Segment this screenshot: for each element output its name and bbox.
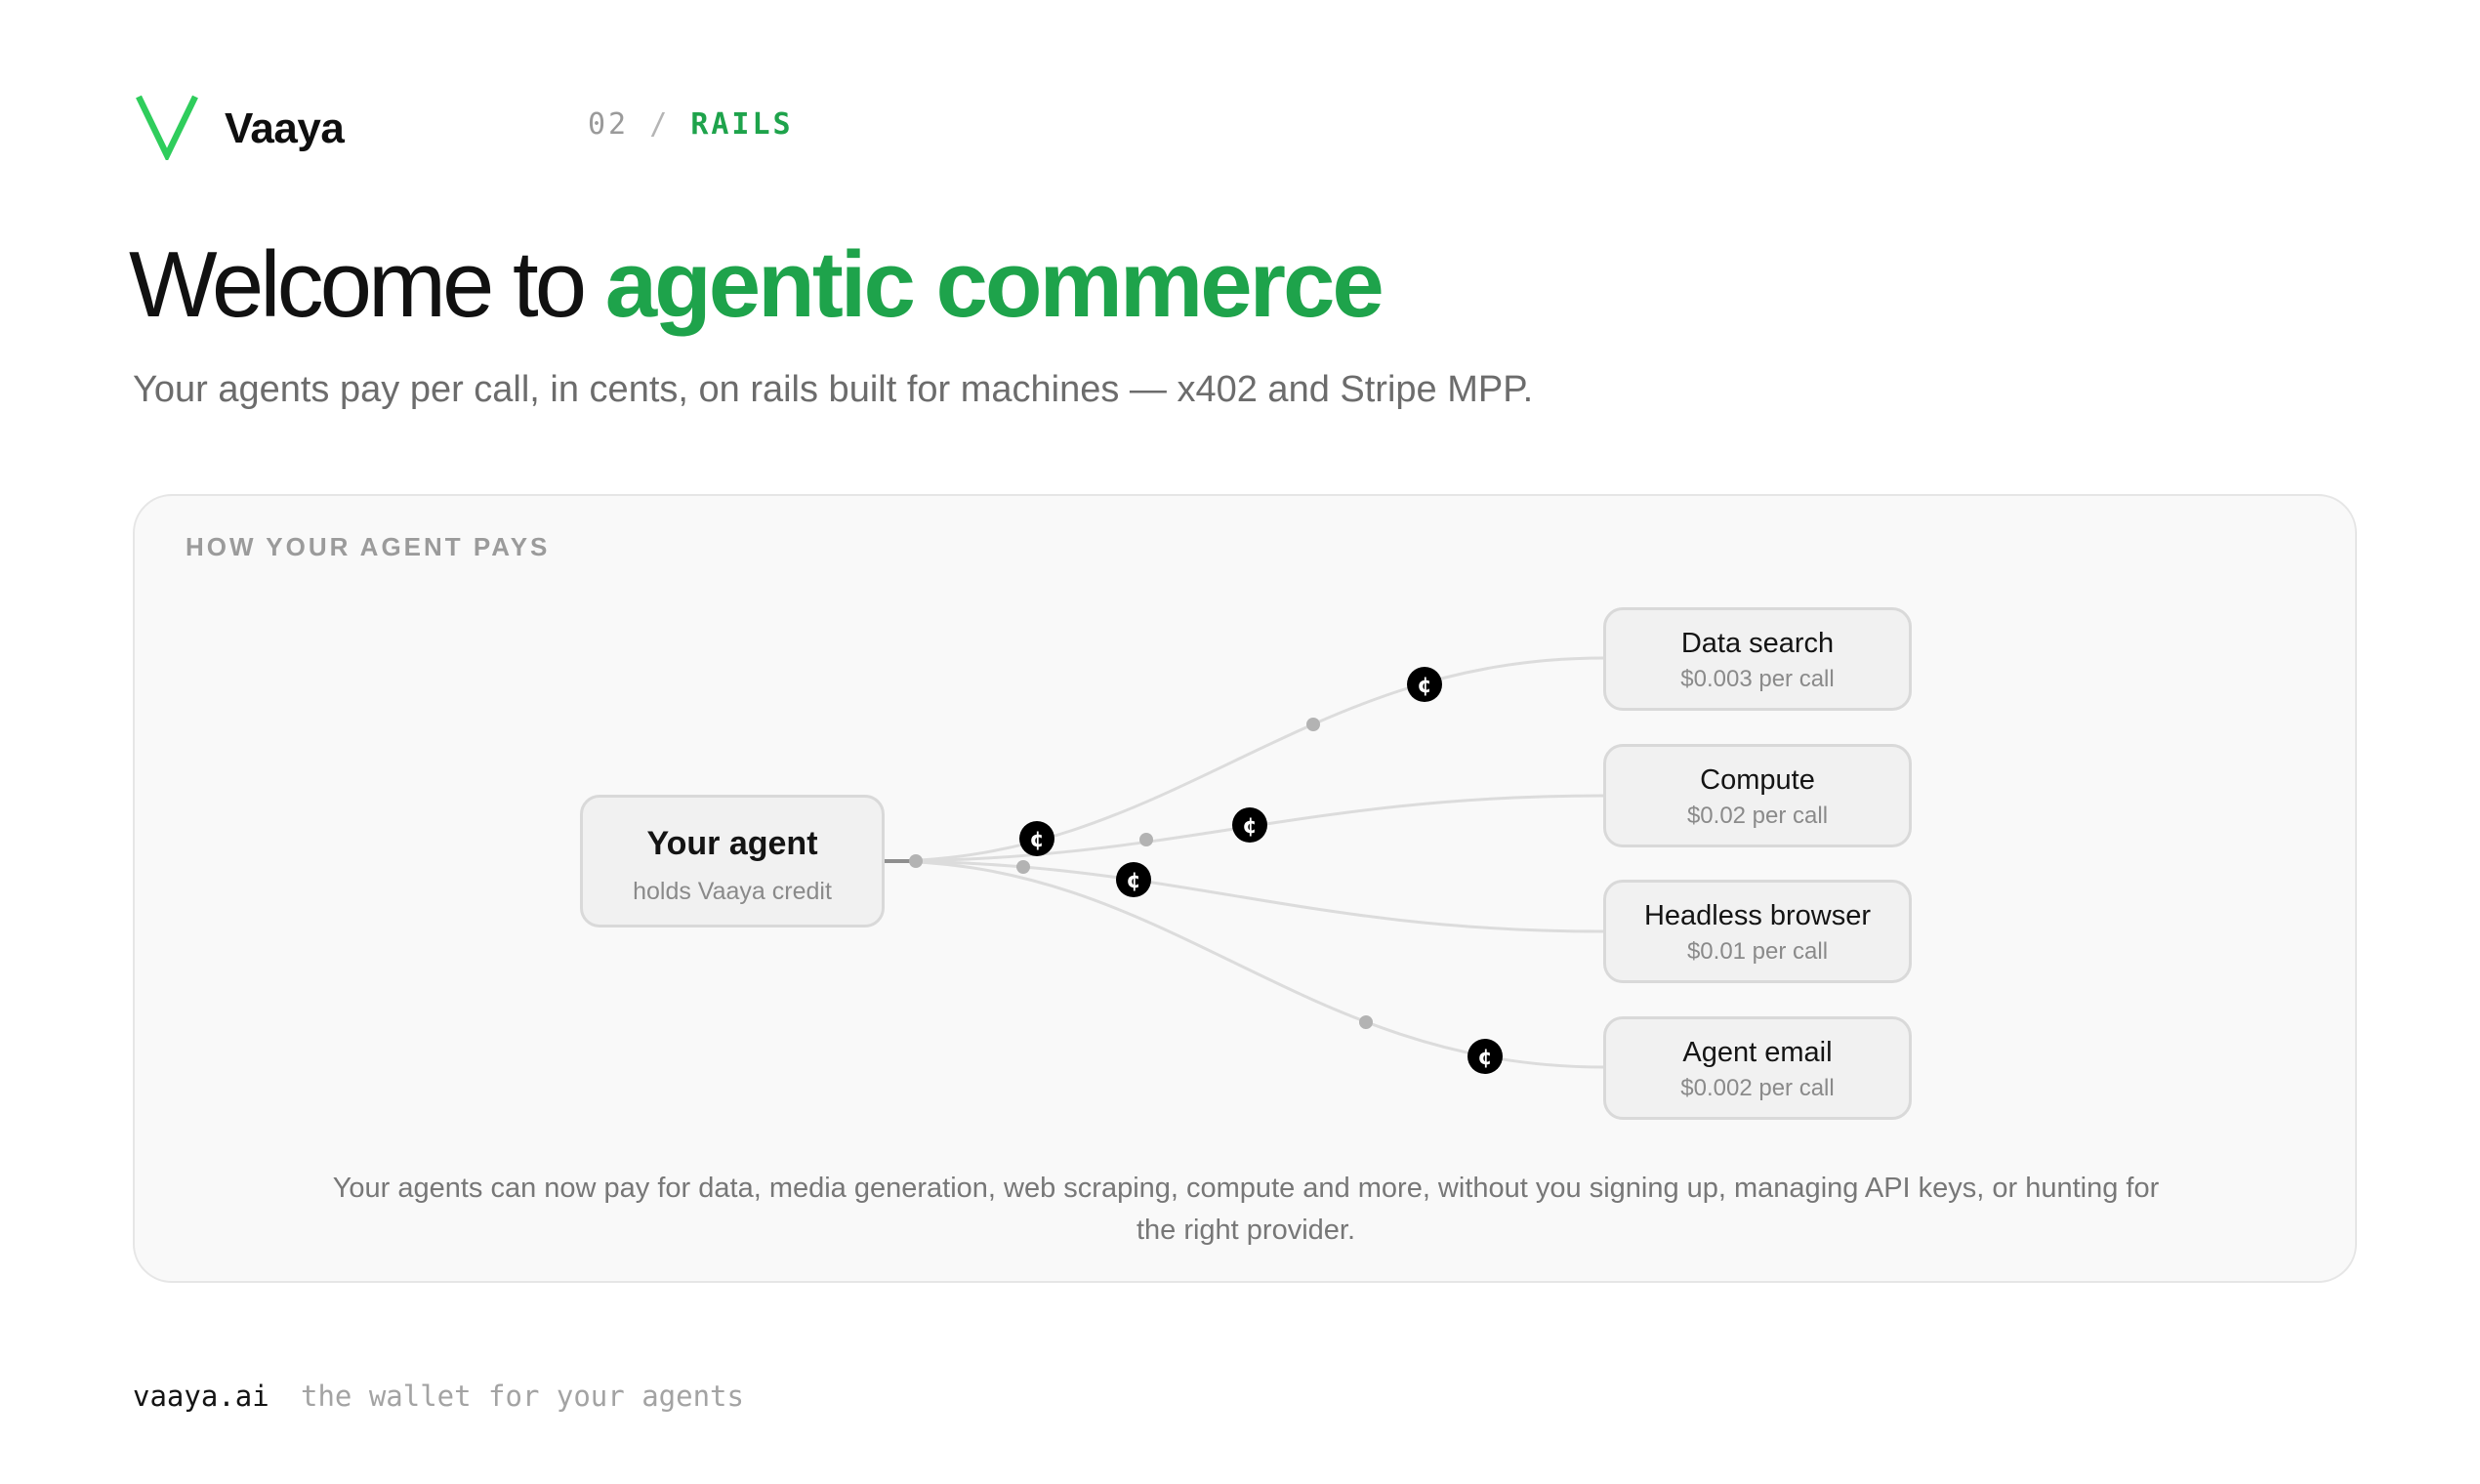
service-node-headless-browser: Headless browser $0.01 per call <box>1603 880 1912 983</box>
service-node-agent-email: Agent email $0.002 per call <box>1603 1016 1912 1120</box>
breadcrumb-section: RAILS <box>690 107 794 142</box>
how-agent-pays-panel <box>133 494 2357 1283</box>
service-price: $0.01 per call <box>1686 938 1829 965</box>
page-title: Welcome to agentic commerce <box>129 227 1385 344</box>
breadcrumb-separator: / <box>649 107 671 142</box>
page-subtitle: Your agents pay per call, in cents, on r… <box>133 369 1534 410</box>
service-node-data-search: Data search $0.003 per call <box>1603 607 1912 711</box>
service-name: Compute <box>1700 764 1815 796</box>
brand-name: Vaaya <box>225 104 345 152</box>
service-node-compute: Compute $0.02 per call <box>1603 744 1912 847</box>
panel-section-label: HOW YOUR AGENT PAYS <box>186 532 551 561</box>
service-name: Data search <box>1680 628 1835 659</box>
footer-tagline: the wallet for your agents <box>301 1380 744 1413</box>
breadcrumb-number: 02 <box>588 107 630 142</box>
page-title-accent: agentic commerce <box>604 232 1385 337</box>
service-price: $0.02 per call <box>1686 803 1829 829</box>
page-title-plain: Welcome to <box>129 232 605 337</box>
service-name: Agent email <box>1682 1037 1833 1068</box>
service-price: $0.003 per call <box>1680 666 1835 692</box>
breadcrumb: 02 / RAILS <box>588 105 794 144</box>
footer-url[interactable]: vaaya.ai <box>133 1380 269 1413</box>
service-price: $0.002 per call <box>1680 1075 1835 1101</box>
vaaya-logo-icon <box>136 95 198 160</box>
service-name: Headless browser <box>1643 900 1872 931</box>
diagram-caption: Your agents can now pay for data, media … <box>332 1173 2160 1246</box>
agent-node: Your agent holds Vaaya credit <box>580 795 885 928</box>
agent-node-title: Your agent <box>646 825 818 862</box>
agent-node-subtitle: holds Vaaya credit <box>633 878 832 905</box>
